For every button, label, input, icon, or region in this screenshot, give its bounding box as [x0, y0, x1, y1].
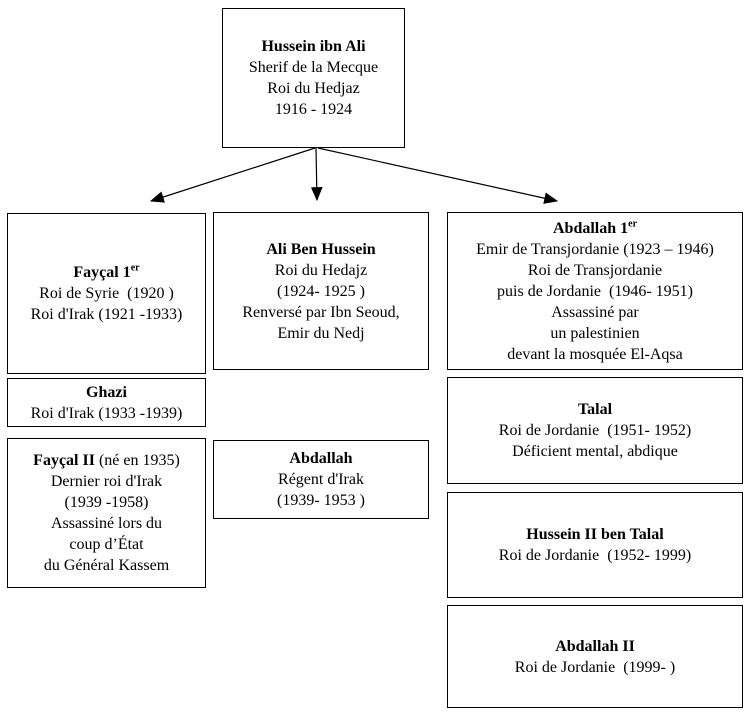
- node-detail-line: Régent d'Irak: [278, 471, 364, 488]
- person-name-text: Abdallah 1: [552, 219, 629, 237]
- node-detail-line: (1939 -1958): [64, 494, 149, 511]
- arrow-to-faycal-1: [149, 147, 316, 203]
- person-name-text: Abdallah II: [555, 637, 635, 655]
- person-name-text: Hussein II ben Talal: [526, 526, 664, 543]
- person-name: Ghazi: [86, 382, 127, 403]
- node-hussein-2: Hussein II ben Talal Roi de Jordanie (19…: [447, 492, 743, 598]
- node-detail-line: Roi d'Irak (1933 -1939): [30, 404, 183, 422]
- node-detail-line: Assassiné lors du: [50, 515, 163, 532]
- person-name-ordinal: er: [130, 262, 140, 274]
- node-detail-line: Dernier roi d'Irak: [50, 473, 163, 490]
- node-detail-line: Roi de Jordanie (1999- ): [514, 658, 676, 676]
- node-ghazi: Ghazi Roi d'Irak (1933 -1939): [7, 378, 206, 427]
- arrow-to-ali-ben-hussein: [310, 147, 323, 202]
- person-name-text: Fayçal 1: [73, 264, 131, 281]
- person-name: Hussein ibn Ali: [261, 36, 365, 57]
- node-abdallah-2: Abdallah II Roi de Jordanie (1999- ): [447, 605, 743, 708]
- node-detail-line: du Général Kassem: [43, 557, 170, 574]
- node-detail-line: Roi de Transjordanie: [527, 261, 663, 279]
- person-name: Fayçal II (né en 1935): [33, 450, 180, 471]
- person-name-text: Abdallah: [289, 450, 353, 467]
- node-hussein-ibn-ali: Hussein ibn Ali Sherif de la Mecque Roi …: [222, 8, 405, 148]
- node-talal: Talal Roi de Jordanie (1951- 1952) Défic…: [447, 377, 743, 484]
- person-name: Abdallah: [289, 448, 352, 469]
- person-name: Abdallah 1er: [553, 218, 637, 239]
- node-detail-line: Roi de Jordanie (1952- 1999): [498, 547, 692, 564]
- node-detail-line: Assassiné par: [551, 303, 639, 321]
- arrow-to-abdallah-1: [317, 147, 559, 204]
- node-detail-line: Sherif de la Mecque: [248, 59, 379, 76]
- person-name-text: Ghazi: [86, 383, 127, 401]
- person-name-text: Talal: [577, 401, 613, 418]
- node-detail-line: Roi d'Irak (1921 -1933): [30, 306, 183, 323]
- node-detail-line: Renversé par Ibn Seoud,: [242, 303, 400, 321]
- node-detail-line: Roi du Hedajz: [274, 261, 368, 279]
- node-detail-line: un palestinien: [550, 324, 640, 342]
- node-detail-line: puis de Jordanie (1946- 1951): [497, 282, 693, 300]
- node-detail-line: 1916 - 1924: [274, 101, 353, 118]
- node-detail-line: devant la mosquée El-Aqsa: [507, 345, 683, 363]
- node-abdallah-1: Abdallah 1er Emir de Transjordanie (1923…: [447, 212, 743, 370]
- person-name: Talal: [578, 399, 612, 420]
- node-detail-line: Roi du Hedjaz: [267, 80, 360, 97]
- node-detail-line: (1924- 1925 ): [277, 282, 365, 300]
- person-name: Fayçal 1er: [73, 262, 139, 283]
- person-name: Ali Ben Hussein: [266, 239, 375, 260]
- node-ali-ben-hussein: Ali Ben Hussein Roi du Hedajz (1924- 192…: [213, 212, 429, 370]
- node-faycal-1: Fayçal 1er Roi de Syrie (1920 ) Roi d'Ir…: [7, 213, 206, 374]
- node-detail-line: Emir du Nedj: [277, 324, 365, 342]
- person-name-ordinal: er: [628, 218, 638, 230]
- node-faycal-2: Fayçal II (né en 1935) Dernier roi d'Ira…: [7, 438, 206, 588]
- node-detail-line: Emir de Transjordanie (1923 – 1946): [476, 240, 714, 258]
- node-detail-line: Déficient mental, abdique: [512, 443, 678, 460]
- person-name-suffix: (né en 1935): [94, 452, 180, 469]
- node-abdallah-regent: Abdallah Régent d'Irak (1939- 1953 ): [213, 440, 429, 519]
- person-name: Abdallah II: [555, 636, 635, 657]
- person-name: Hussein II ben Talal: [526, 524, 663, 545]
- node-detail-line: coup d’État: [69, 536, 144, 553]
- node-detail-line: Roi de Syrie (1920 ): [39, 285, 174, 302]
- node-detail-line: Roi de Jordanie (1951- 1952): [498, 422, 692, 439]
- person-name-text: Hussein ibn Ali: [261, 38, 366, 55]
- person-name-text: Fayçal II: [33, 452, 95, 469]
- node-detail-line: (1939- 1953 ): [277, 492, 365, 509]
- person-name-text: Ali Ben Hussein: [266, 240, 376, 258]
